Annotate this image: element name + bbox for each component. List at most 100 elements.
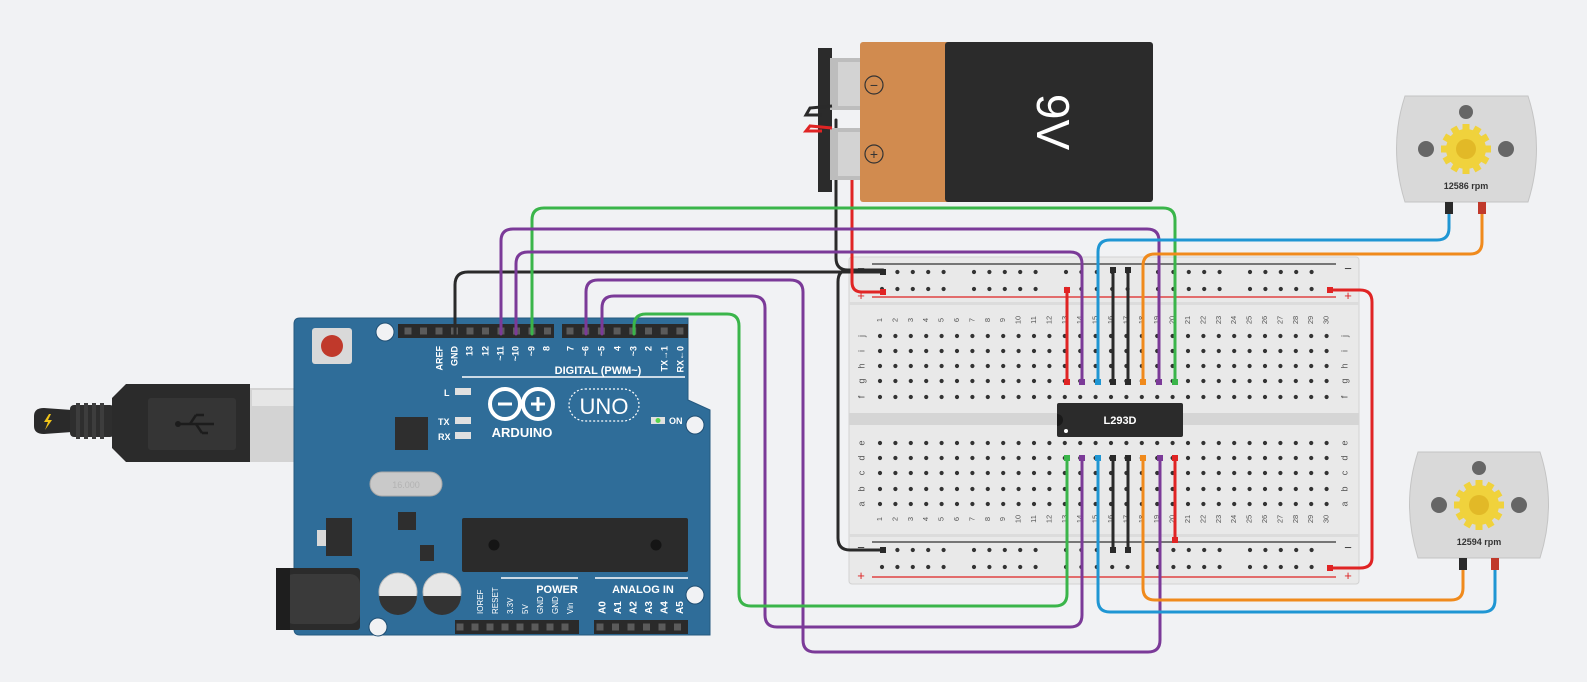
analog-header[interactable] [594,620,688,634]
power-header[interactable] [455,620,579,634]
wire-motor2-orange [1141,456,1465,602]
dc-motor-2[interactable]: 12594 rpm [1409,451,1549,570]
led-rx [455,432,471,439]
dc-motor-1[interactable]: 12586 rpm [1396,95,1537,214]
row-letter: g [856,378,866,383]
wire-end [1064,287,1070,293]
column-number: 2 [890,517,899,521]
wires[interactable] [453,118,1497,654]
wire-end [1125,267,1131,273]
column-number: 1 [875,517,884,521]
analog-pin-label: A1 [613,601,624,614]
digital-label: DIGITAL (PWM~) [555,365,642,377]
battery-plus-symbol: + [870,146,878,162]
battery-9v[interactable]: − + 9V [802,42,1153,202]
wire-end [1110,455,1116,461]
wire-end [1172,379,1178,385]
power-pin-label: GND [551,596,560,614]
digital-pin-label: ~6 [580,346,590,356]
analog-pin-label: A5 [675,601,686,614]
wire-end [1327,565,1333,571]
column-number: 9 [998,517,1007,521]
wire-pin5 [600,294,1084,629]
column-number: 23 [1214,515,1223,523]
power-pin-label: IOREF [476,589,485,614]
rail-plus-top-right: + [1344,288,1352,303]
arduino-brand: ARDUINO [492,425,553,440]
digital-pin-label: ~3 [628,346,638,356]
column-number: 7 [967,517,976,521]
digital-header[interactable] [398,324,688,338]
led-l-label: L [444,388,450,398]
wire-end [1095,455,1101,461]
row-letter: f [1339,395,1349,398]
column-number: 10 [1014,515,1023,523]
analog-pin-label: A4 [660,601,671,614]
wire-end [1110,547,1116,553]
column-number: 1 [875,318,884,322]
battery-label: 9V [1027,94,1079,151]
column-number: 16 [1106,515,1115,523]
column-number: 27 [1275,316,1284,324]
row-letter: i [1339,350,1349,352]
column-number: 15 [1091,316,1100,324]
digital-pin-label: ~5 [596,346,606,356]
column-number: 4 [921,517,930,521]
chip-label: L293D [1103,415,1136,427]
column-number: 25 [1245,316,1254,324]
wire-rail-power-link [1328,288,1374,570]
row-letter: h [1339,363,1349,368]
reset-button[interactable] [312,328,352,364]
digital-pin-label: 2 [643,346,653,351]
column-number: 7 [967,318,976,322]
column-number: 25 [1245,515,1254,523]
column-number: 29 [1306,316,1315,324]
column-number: 12 [1044,316,1053,324]
battery-plus-terminal [864,144,884,164]
digital-pin-label: AREF [434,345,444,370]
wire-gnd [453,270,885,336]
gear-icon [1441,124,1491,174]
usb-lightning-icon [44,414,52,430]
wire-end [1172,455,1178,461]
rail-minus-bottom-left: − [857,540,865,555]
column-number: 18 [1137,316,1146,324]
digital-pin-label: ~10 [510,346,520,361]
column-number: 14 [1075,316,1084,324]
row-letter: j [856,335,866,338]
column-number: 26 [1260,316,1269,324]
led-rx-label: RX [438,432,451,442]
column-number: 15 [1091,515,1100,523]
battery-minus-symbol: − [870,77,878,93]
wire-end [1125,547,1131,553]
rail-minus-top-right: − [1344,261,1352,276]
crystal-text: 16.000 [392,480,420,490]
column-number: 3 [906,318,915,322]
wire-end [1110,379,1116,385]
power-label: POWER [536,584,578,596]
column-number: 22 [1198,515,1207,523]
column-number: 10 [1014,316,1023,324]
column-number: 8 [983,517,992,521]
column-number: 30 [1322,515,1331,523]
battery-minus-terminal [864,75,884,95]
column-number: 6 [952,517,961,521]
wire-end [1095,379,1101,385]
power-jack[interactable] [276,568,360,630]
wire-end [1064,455,1070,461]
row-letter: d [1339,455,1349,460]
digital-pin-label: ~9 [526,346,536,356]
wire-end [1079,455,1085,461]
rail-minus-bottom-right: − [1344,540,1352,555]
column-number: 11 [1029,515,1038,523]
digital-pin-label: RX←0 [675,346,685,373]
column-number: 9 [998,318,1007,322]
l293d-chip[interactable]: L293D [1057,403,1183,437]
wire-end [1110,267,1116,273]
capacitor [378,572,418,615]
wire-end [1064,379,1070,385]
wire-end [1140,379,1146,385]
